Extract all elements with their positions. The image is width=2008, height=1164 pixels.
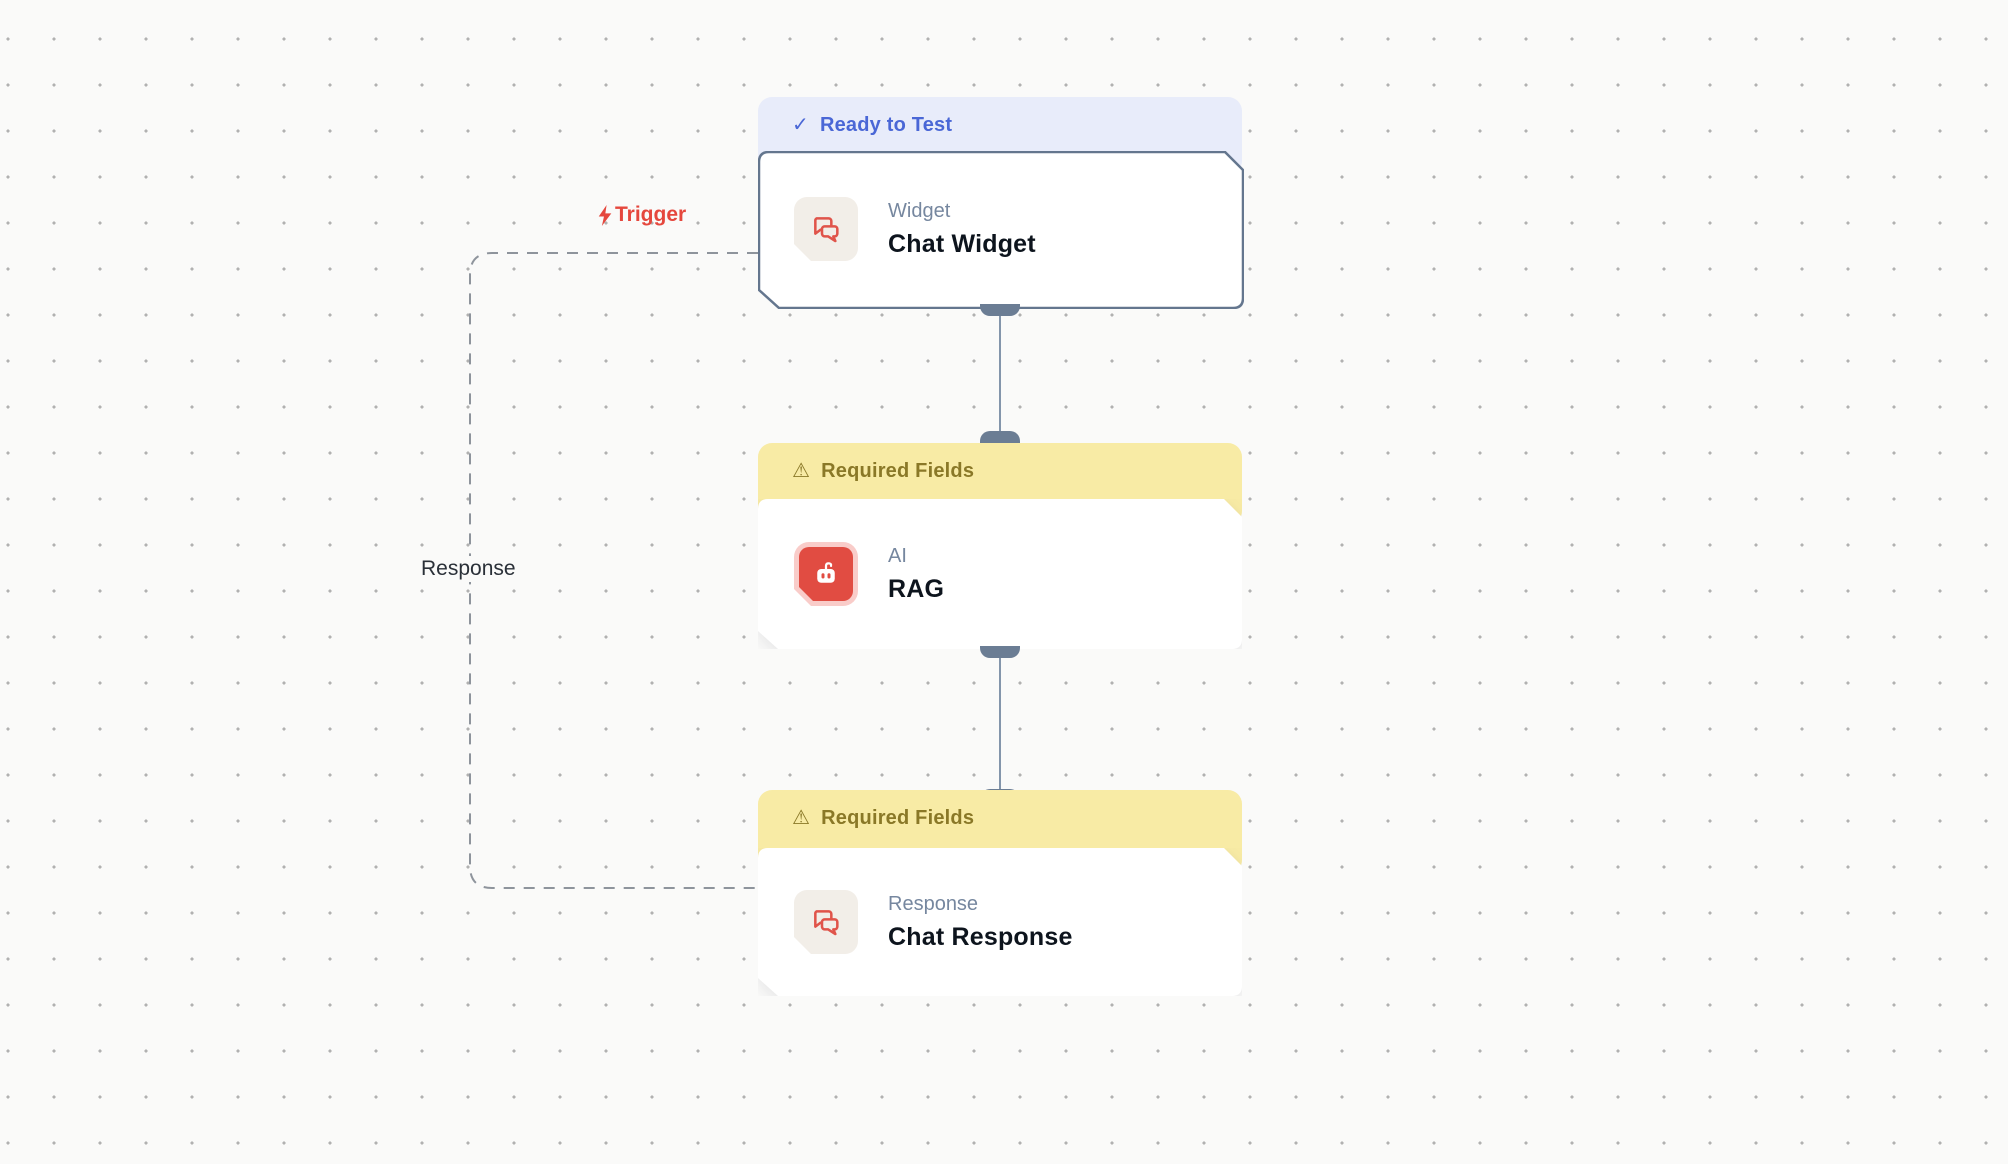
output-port-chat-widget[interactable]: [980, 304, 1020, 316]
node-card-shape: [758, 151, 1244, 309]
trigger-edge-label-text: Trigger: [615, 203, 687, 226]
node-status-label: Required Fields: [821, 806, 975, 829]
node-card-shape: [758, 499, 1242, 649]
node-chat-response[interactable]: ⚠ Required Fields Response Chat Response: [758, 789, 1242, 996]
lightning-bolt-icon: [598, 204, 612, 226]
node-title: Chat Response: [888, 922, 1073, 951]
response-edge-label: Response: [417, 556, 520, 582]
chat-bubbles-icon: [810, 906, 842, 938]
node-status-label: Ready to Test: [819, 113, 953, 136]
node-category-label: Response: [888, 892, 979, 915]
warning-icon: ⚠: [792, 807, 811, 829]
node-card-shape: [758, 848, 1242, 996]
node-icon-tile: [794, 197, 858, 261]
output-port-rag[interactable]: [980, 646, 1020, 658]
node-icon-tile: [794, 542, 858, 606]
robot-icon: [811, 559, 841, 589]
check-icon: ✓: [792, 114, 809, 136]
node-category-label: AI: [888, 544, 907, 567]
node-chat-widget[interactable]: ✓ Ready to Test Widget Chat Widget: [758, 97, 1244, 319]
node-status-label: Required Fields: [821, 459, 975, 482]
node-rag[interactable]: ⚠ Required Fields AI RAG: [758, 431, 1242, 661]
node-icon-tile: [794, 890, 858, 954]
node-category-label: Widget: [888, 199, 951, 222]
input-port-rag[interactable]: [980, 431, 1020, 443]
node-title: Chat Widget: [888, 229, 1036, 258]
trigger-edge-label: Trigger: [596, 203, 686, 227]
warning-icon: ⚠: [792, 460, 811, 482]
connector-line-2: [999, 653, 1001, 793]
connector-line-1: [999, 309, 1001, 437]
node-title: RAG: [888, 574, 945, 603]
chat-bubbles-icon: [810, 213, 842, 245]
